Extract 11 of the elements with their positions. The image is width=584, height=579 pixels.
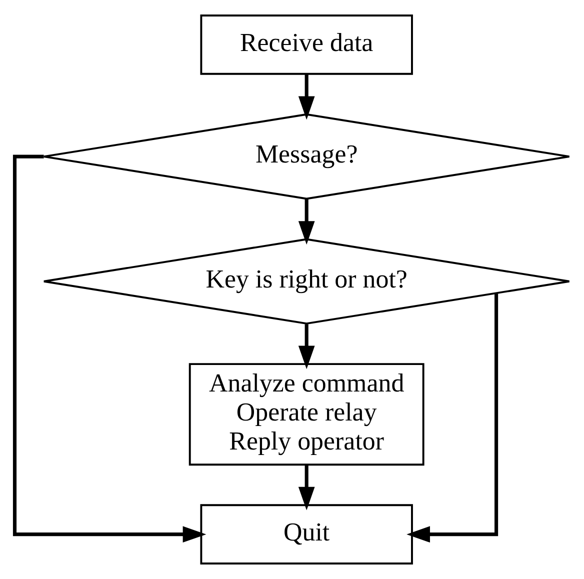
arrow <box>298 465 315 510</box>
node-box: Receive data <box>200 14 413 75</box>
node-box: Quit <box>200 504 413 564</box>
arrow <box>298 324 315 370</box>
arrow <box>12 154 206 543</box>
node-diamond: Key is right or not? <box>42 238 570 325</box>
node-diamond: Message? <box>42 113 570 200</box>
arrow <box>406 294 498 543</box>
node-box: Analyze command Operate relay Reply operator <box>188 363 424 466</box>
arrow <box>298 198 315 245</box>
arrow <box>298 74 315 120</box>
